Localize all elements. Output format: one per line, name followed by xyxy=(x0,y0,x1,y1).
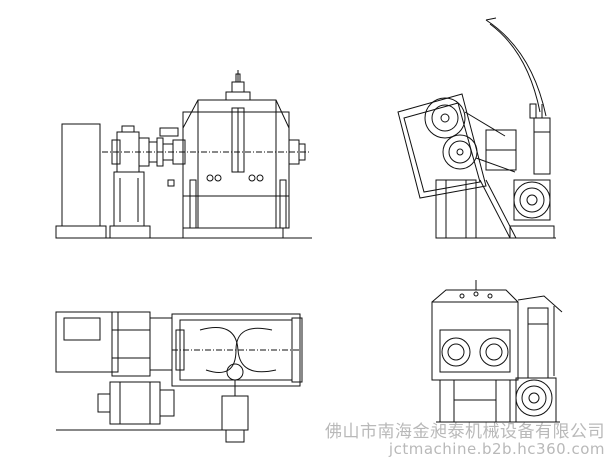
side-view xyxy=(397,17,556,239)
end-view xyxy=(431,280,563,423)
watermark-company: 佛山市南海金昶泰机械设备有限公司 xyxy=(325,422,605,442)
top-view xyxy=(55,311,303,443)
watermark-url: jctmachine.b2b.hc360.com xyxy=(388,440,605,458)
front-view xyxy=(55,70,312,239)
